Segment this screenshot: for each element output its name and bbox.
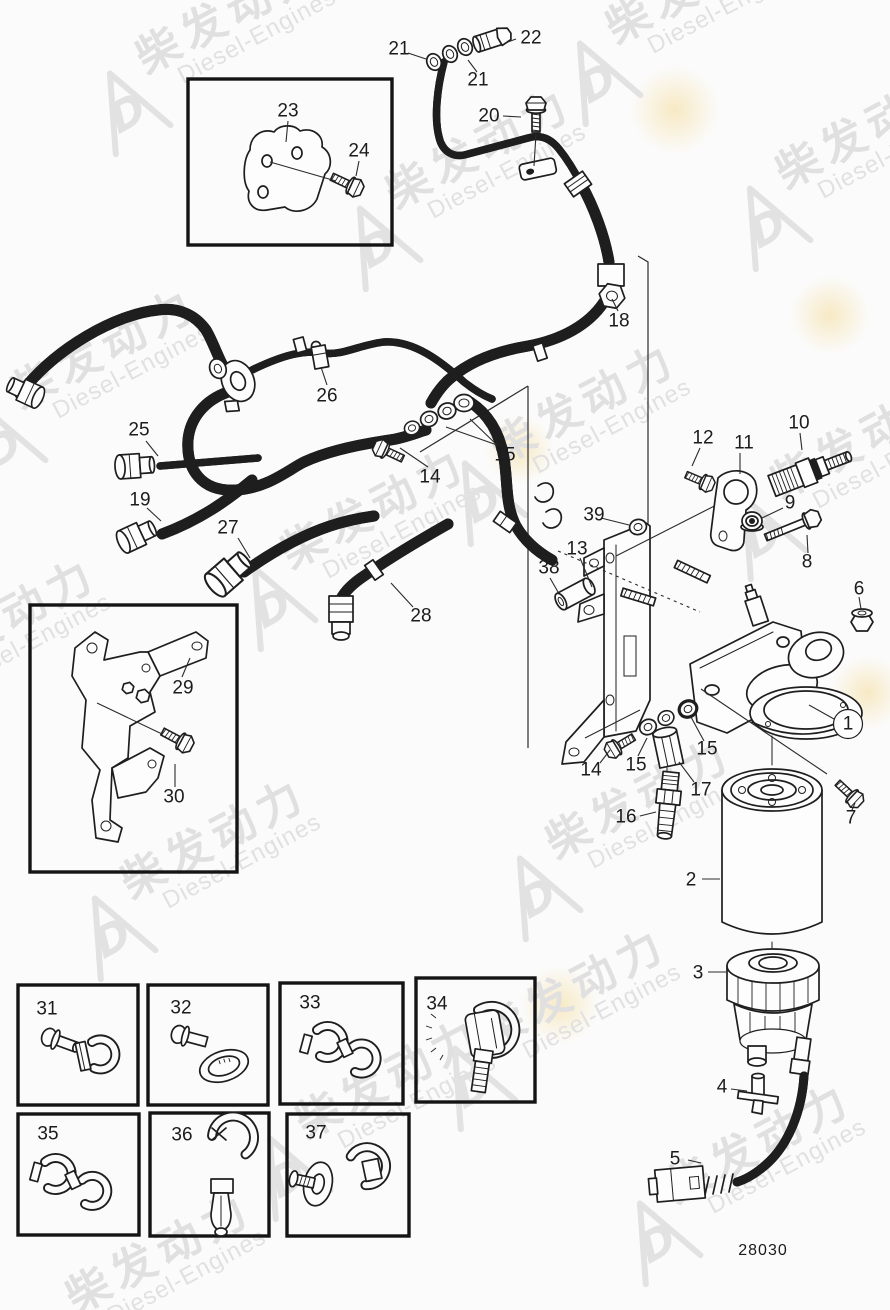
callout-part-21b: 21 — [467, 69, 489, 91]
clamp-37 — [288, 1142, 392, 1207]
callout-part-4: 4 — [716, 1076, 728, 1098]
callout-part-34: 34 — [426, 993, 448, 1015]
callout-part-38: 38 — [538, 557, 560, 579]
callout-part-25: 25 — [128, 419, 150, 441]
callout-part-26: 26 — [316, 385, 338, 407]
bracket-23 — [243, 125, 332, 212]
callout-part-14b: 14 — [580, 759, 602, 781]
clamp-34 — [425, 1000, 521, 1094]
callout-part-39: 39 — [583, 504, 605, 526]
inset-box-32 — [146, 983, 270, 1107]
callout-part-30: 30 — [163, 786, 185, 808]
clip-31 — [40, 1027, 121, 1075]
callout-part-33: 33 — [299, 992, 321, 1014]
sensor-fitting-10 — [767, 451, 853, 498]
fuel-filter-2 — [721, 735, 823, 951]
filter-head-1 — [689, 583, 863, 740]
flange-bolt-20 — [525, 96, 547, 133]
inset-box-35 — [16, 1112, 141, 1237]
fuel-hose-harness — [14, 58, 615, 618]
callout-part-21: 21 — [388, 38, 410, 60]
inset-box-29-30 — [28, 603, 239, 874]
callout-part-22: 22 — [520, 27, 542, 49]
callout-part-36: 36 — [171, 1124, 193, 1146]
callout-part-15a: 15 — [494, 444, 516, 466]
rail-banjo-fittings — [369, 393, 475, 468]
callout-part-28: 28 — [410, 605, 432, 627]
callout-part-20: 20 — [478, 105, 500, 127]
callout-part-37: 37 — [305, 1122, 327, 1144]
callout-part-27: 27 — [217, 517, 239, 539]
inset-box-33 — [278, 981, 405, 1106]
quick-connector-25 — [113, 451, 157, 481]
callout-part-12: 12 — [692, 427, 714, 449]
inset-box-37 — [285, 1112, 411, 1238]
bolt-8 — [763, 508, 823, 542]
clip-35 — [28, 1153, 113, 1211]
callout-part-6: 6 — [853, 578, 865, 600]
flange-bolt-24 — [327, 167, 367, 201]
callout-part-18: 18 — [608, 310, 630, 332]
clip-33 — [298, 1021, 382, 1079]
callout-circle-1 — [832, 708, 864, 740]
inset-box-34 — [414, 976, 537, 1104]
callout-part-35: 35 — [37, 1123, 59, 1145]
clip-32 — [170, 1024, 250, 1084]
inset-box-23-24 — [186, 77, 394, 247]
drain-hose-5 — [647, 1071, 809, 1203]
callout-part-2: 2 — [685, 869, 697, 891]
separator-bowl-3 — [726, 948, 820, 1076]
quick-connector-19 — [112, 515, 161, 556]
keyhole-bracket-11 — [709, 470, 758, 552]
leader-lines — [96, 38, 864, 1164]
inset-box-31 — [16, 983, 140, 1107]
mounting-bracket-13 — [561, 522, 712, 765]
drain-valve-4 — [736, 1072, 780, 1115]
callout-part-7: 7 — [845, 807, 857, 829]
callout-part-31: 31 — [36, 998, 58, 1020]
grommet-9 — [740, 511, 764, 532]
callout-part-17: 17 — [690, 779, 712, 801]
bracket-29 — [71, 631, 209, 843]
callout-part-16: 16 — [615, 806, 637, 828]
flange-bolt-30 — [157, 722, 198, 757]
callout-part-24: 24 — [348, 140, 370, 162]
outlet-fittings — [601, 699, 699, 840]
bolt-12 — [682, 466, 718, 495]
banjo-washers-21-22 — [425, 27, 512, 72]
callout-part-1: 1 — [842, 713, 854, 735]
ring-clip-36 — [207, 1111, 259, 1237]
callout-part-11: 11 — [734, 432, 754, 454]
callout-part-13: 13 — [566, 538, 588, 560]
hose-clamps — [292, 336, 563, 582]
tee-fitting — [208, 358, 256, 413]
pipe-fitting — [597, 263, 625, 287]
callout-part-32: 32 — [170, 997, 192, 1019]
flange-bolt-7 — [830, 775, 868, 812]
callout-part-9: 9 — [784, 492, 796, 514]
callout-part-19: 19 — [129, 489, 151, 511]
drawing-number: 28030 — [738, 1242, 788, 1259]
callout-part-10: 10 — [788, 412, 810, 434]
flange-nut-6 — [850, 608, 874, 632]
callout-part-8: 8 — [801, 551, 813, 573]
callout-part-5: 5 — [669, 1148, 681, 1170]
callout-part-3: 3 — [692, 962, 704, 984]
callout-part-14a: 14 — [419, 466, 441, 488]
quick-connector-end — [2, 372, 48, 411]
pipe-bracket-tab — [518, 157, 558, 181]
callout-part-23: 23 — [277, 100, 299, 122]
elbow-connector-28 — [328, 595, 354, 641]
inset-box-36 — [148, 1111, 271, 1238]
hose-coupling — [563, 170, 593, 198]
callout-part-15c: 15 — [696, 738, 718, 760]
callout-part-29: 29 — [172, 677, 194, 699]
spacer-sleeve-38 — [554, 577, 596, 611]
callout-part-15b: 15 — [625, 754, 647, 776]
